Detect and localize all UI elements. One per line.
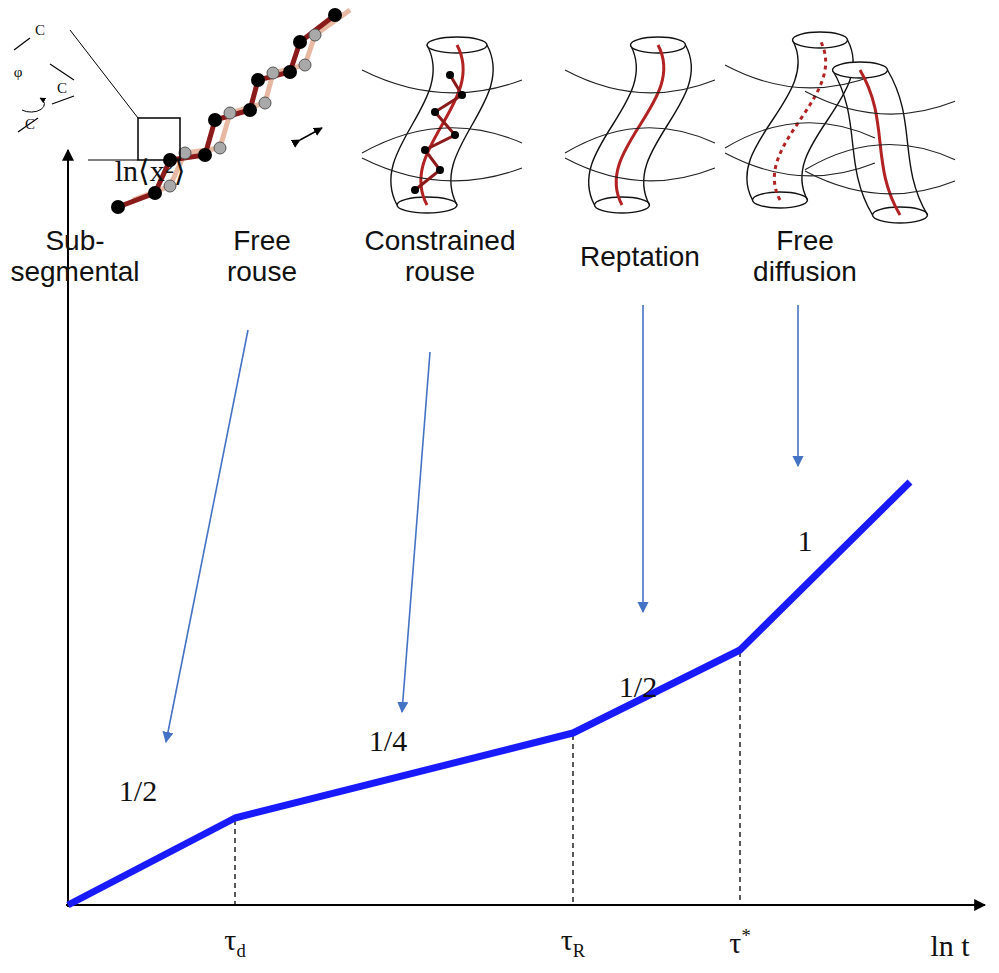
entangling-strand — [805, 144, 955, 169]
slope-label: 1 — [780, 524, 830, 557]
slope-label: 1/4 — [353, 724, 423, 757]
bead — [431, 108, 439, 116]
regime-label: Constrained rouse — [355, 226, 525, 288]
axis-title: ln t — [910, 929, 990, 962]
tube-wall — [589, 45, 637, 205]
entangling-strand — [565, 128, 715, 153]
slope-label: 1/2 — [603, 670, 673, 703]
atom-label: C — [47, 80, 77, 97]
entangling-strand — [805, 91, 955, 114]
inset-leader — [70, 30, 138, 118]
entangling-strand — [565, 70, 715, 93]
entangling-strand — [362, 158, 522, 181]
bond — [50, 64, 74, 80]
tube-illustrations — [362, 32, 955, 223]
callout-arrow — [797, 305, 799, 466]
torsion-arrow — [22, 98, 44, 112]
bead — [451, 131, 459, 139]
slope-label: 1/2 — [103, 774, 173, 807]
entangling-strand — [362, 70, 522, 93]
regime-label: Sub- segmental — [5, 226, 145, 288]
bead — [458, 91, 466, 99]
axis-title: ln⟨x²⟩ — [90, 154, 210, 187]
bead — [446, 71, 454, 79]
displaced-beads — [164, 29, 321, 192]
tick-label: τR — [538, 923, 608, 961]
callout-arrows — [166, 305, 798, 742]
tube — [565, 37, 715, 213]
bead — [411, 186, 419, 194]
chain-illustration — [14, 8, 350, 214]
tube-chain — [415, 75, 462, 190]
tube-end — [793, 32, 848, 48]
regime-label: Free diffusion — [730, 226, 880, 288]
bead — [436, 166, 444, 174]
callout-arrow — [402, 352, 430, 712]
tick-label: τd — [200, 923, 270, 961]
tick-label: τ* — [705, 926, 775, 959]
entangling-strand — [565, 158, 715, 181]
atom-label: C — [15, 116, 45, 133]
msd-curve — [68, 482, 910, 905]
tube — [362, 37, 522, 213]
motion-arrow — [300, 128, 322, 140]
bond — [52, 96, 74, 104]
guide-line — [234, 820, 235, 905]
guide-line — [572, 735, 573, 905]
regime-label: Reptation — [560, 242, 720, 273]
entangling-strand — [805, 171, 955, 194]
callout-arrow — [166, 330, 248, 742]
entangling-strand — [725, 153, 875, 176]
tube — [725, 32, 875, 208]
tube-wall — [833, 70, 873, 215]
callout-arrow — [642, 305, 644, 612]
atom-label: C — [25, 22, 55, 39]
tube — [805, 62, 955, 223]
bead — [421, 146, 429, 154]
guide-line — [739, 652, 740, 905]
tube-wall — [747, 40, 798, 200]
bond — [14, 38, 30, 50]
angle-label: φ — [3, 64, 33, 81]
x-axis — [66, 904, 985, 906]
regime-label: Free rouse — [222, 226, 302, 288]
